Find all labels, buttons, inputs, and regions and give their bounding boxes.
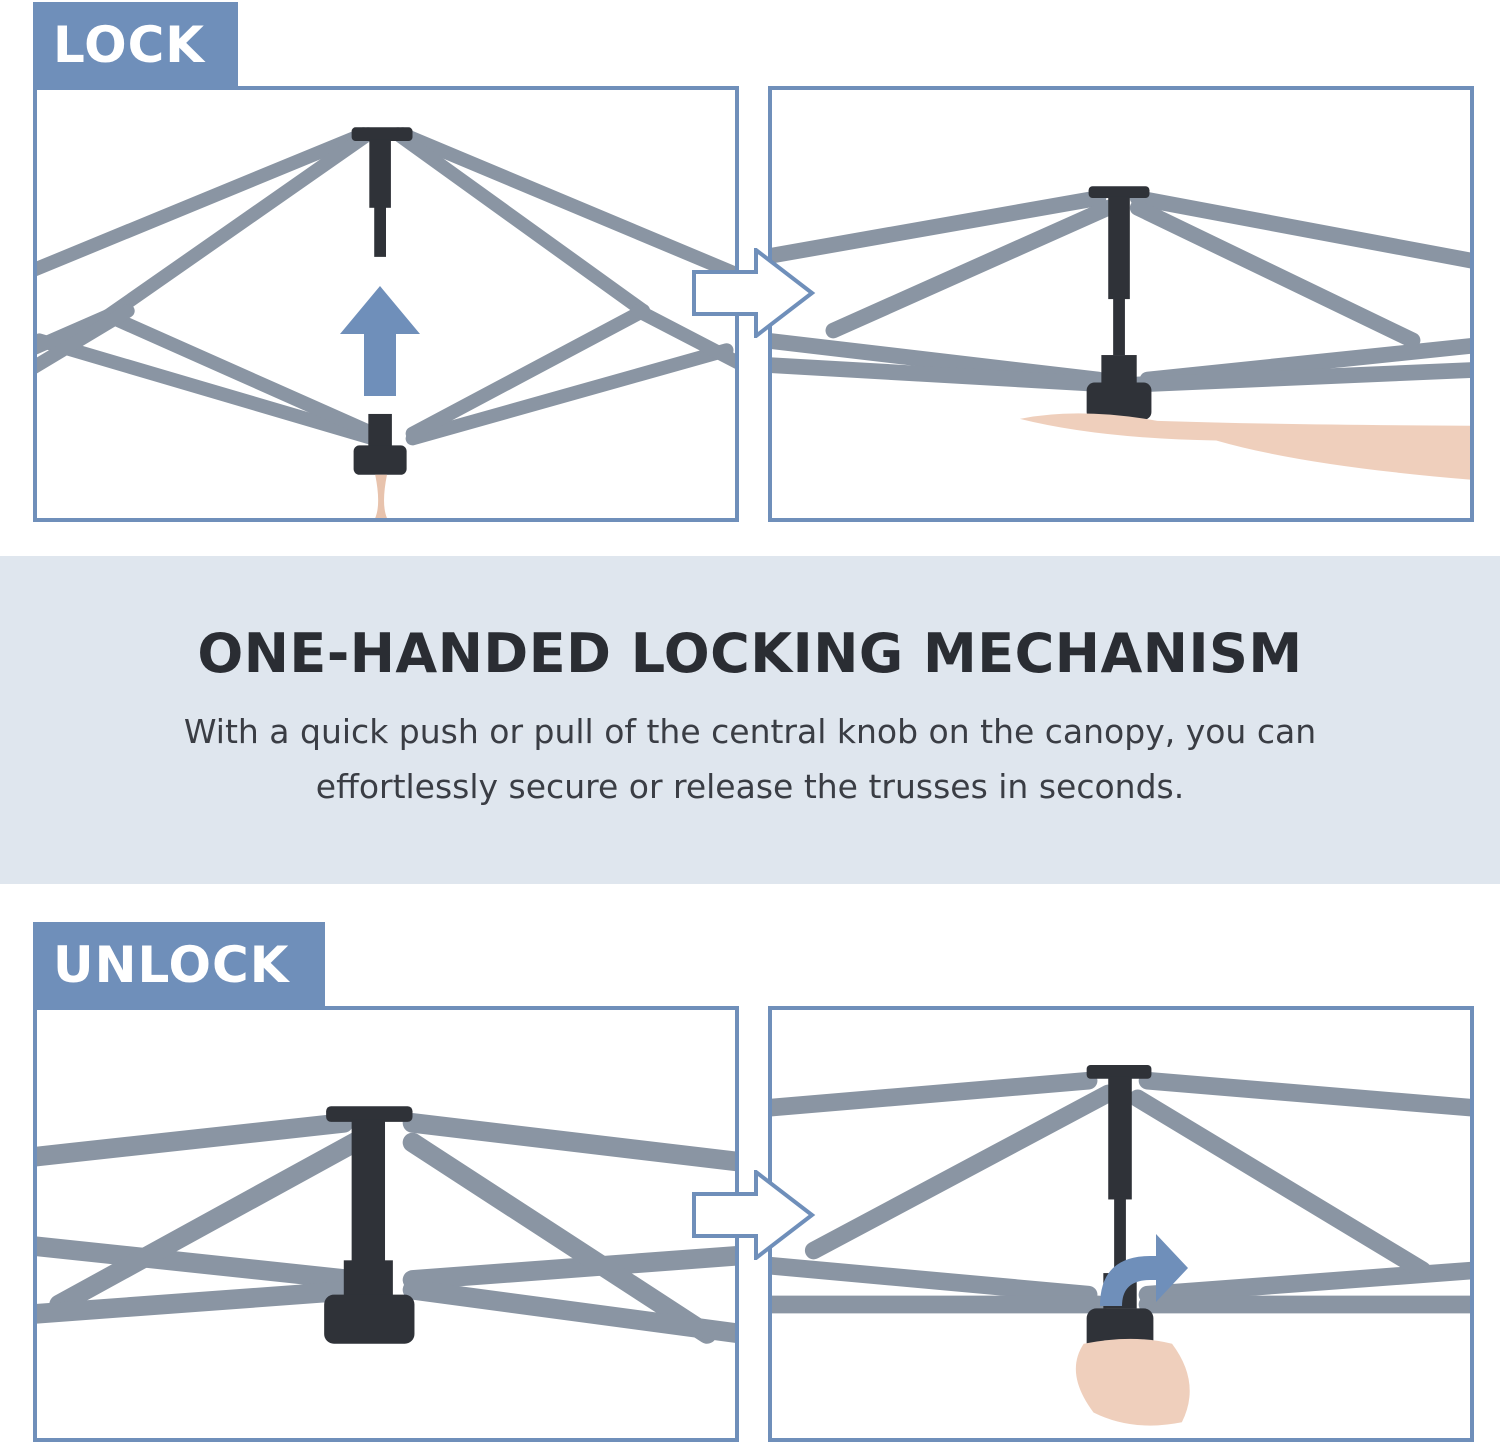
unlock-tag-label: UNLOCK xyxy=(53,936,290,994)
lock-tag-label: LOCK xyxy=(53,16,206,74)
lock-step-2-image xyxy=(768,86,1474,522)
info-banner xyxy=(0,556,1500,884)
canopy-frame-closeup-illustration xyxy=(37,1106,735,1344)
unlock-tag: UNLOCK xyxy=(33,922,325,1008)
curved-arrow-icon xyxy=(1100,1234,1188,1306)
arrow-right-icon xyxy=(692,1170,816,1260)
banner-description-line-2: effortlessly secure or release the truss… xyxy=(315,767,1185,806)
canopy-frame-locked-illustration xyxy=(772,186,1470,480)
arrow-up-icon xyxy=(340,286,420,396)
lock-step-1-image xyxy=(33,86,739,522)
lock-tag: LOCK xyxy=(33,2,238,88)
banner-title: ONE-HANDED LOCKING MECHANISM xyxy=(197,622,1303,685)
unlock-step-1-image xyxy=(33,1006,739,1442)
arrow-right-icon xyxy=(692,248,816,338)
canopy-frame-unlocked-illustration xyxy=(37,127,735,518)
banner-description-line-1: With a quick push or pull of the central… xyxy=(183,712,1317,751)
unlock-step-2-image xyxy=(768,1006,1474,1442)
canopy-frame-release-illustration xyxy=(772,1064,1470,1426)
